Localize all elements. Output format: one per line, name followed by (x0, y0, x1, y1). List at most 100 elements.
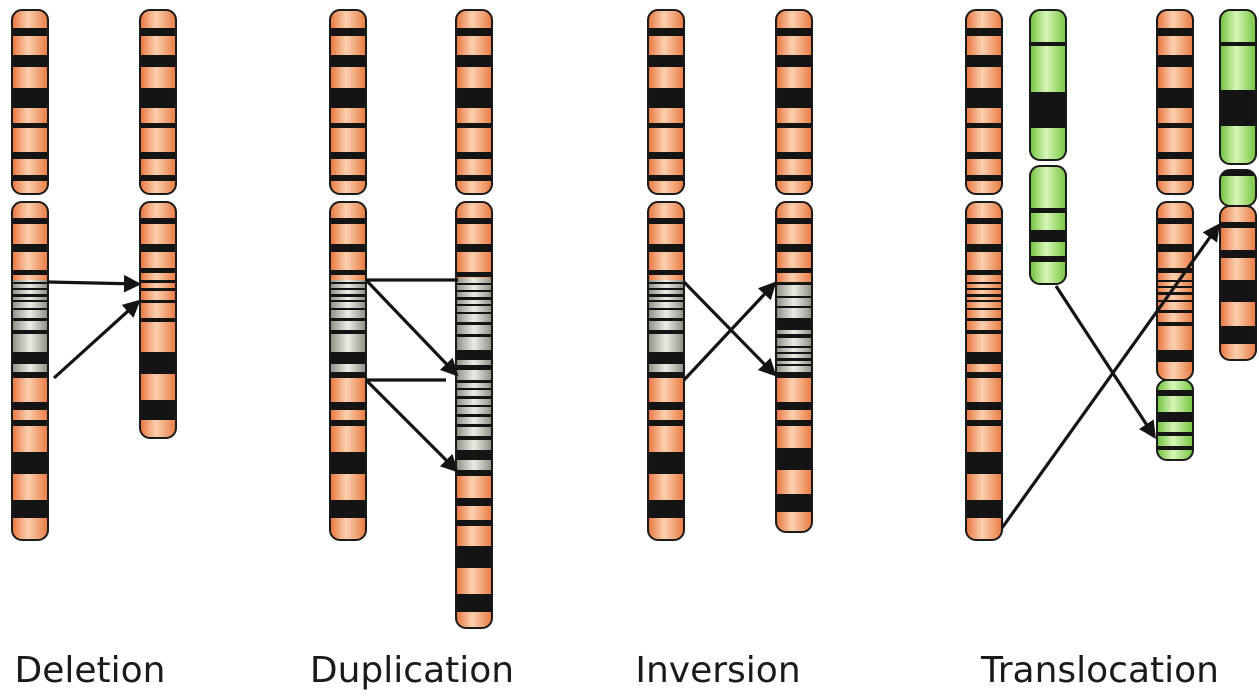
band (1157, 280, 1193, 282)
band (330, 123, 366, 128)
band (330, 28, 366, 36)
band (12, 152, 48, 159)
band (1157, 412, 1193, 422)
band (1030, 230, 1066, 242)
band (1157, 55, 1193, 67)
band (966, 372, 1002, 378)
band (966, 152, 1002, 159)
band (966, 288, 1002, 290)
band (776, 306, 812, 308)
band (648, 452, 684, 474)
band (330, 352, 366, 364)
band (456, 436, 492, 440)
band (456, 152, 492, 159)
band (330, 282, 366, 284)
band (1157, 292, 1193, 295)
band (140, 88, 176, 108)
band (1157, 390, 1193, 396)
band (456, 218, 492, 224)
band (456, 312, 492, 314)
band (648, 218, 684, 224)
band (776, 402, 812, 410)
band (776, 175, 812, 181)
band (140, 352, 176, 374)
band (12, 270, 48, 275)
band (966, 300, 1002, 302)
band (966, 420, 1002, 426)
duplication-arrow-upper (366, 280, 456, 374)
band (776, 448, 812, 470)
band (12, 244, 48, 252)
band (648, 420, 684, 426)
band (456, 388, 492, 390)
band (1030, 256, 1066, 262)
band (776, 318, 812, 330)
band (776, 372, 812, 378)
band (12, 55, 48, 67)
band (12, 420, 48, 426)
band (776, 268, 812, 273)
duplication-original-chromosome (330, 0, 366, 640)
band (1220, 42, 1256, 46)
band (456, 365, 492, 370)
band (966, 28, 1002, 36)
band (1220, 250, 1256, 258)
band (456, 244, 492, 252)
band (1157, 28, 1193, 36)
band (456, 322, 492, 325)
deletion-arrow-lower (54, 302, 138, 378)
band (330, 308, 366, 310)
band (12, 318, 48, 321)
band (966, 282, 1002, 284)
band (648, 123, 684, 128)
band (140, 244, 176, 252)
band (1220, 326, 1256, 344)
band (648, 175, 684, 181)
band (330, 294, 366, 297)
inversion-original-chromosome (648, 0, 684, 640)
band (776, 494, 812, 512)
band (966, 294, 1002, 297)
band (12, 288, 48, 290)
chromosome-mutation-diagram (0, 0, 1259, 640)
band (966, 308, 1002, 310)
band (456, 175, 492, 181)
band (966, 402, 1002, 410)
deletion-result-chromosome (140, 0, 176, 640)
inversion-arrow-down (684, 282, 774, 374)
band (456, 450, 492, 460)
band (966, 352, 1002, 364)
band (140, 152, 176, 159)
band (330, 55, 366, 67)
band (456, 498, 492, 506)
band (776, 28, 812, 36)
band (140, 318, 176, 322)
band (456, 290, 492, 292)
inversion-result-chromosome (776, 0, 812, 640)
band (330, 270, 366, 275)
band (456, 55, 492, 67)
band (776, 358, 812, 361)
band (12, 308, 48, 310)
deletion-original-chromosome (12, 0, 48, 640)
band (12, 123, 48, 128)
band (1157, 446, 1193, 450)
band (12, 218, 48, 224)
band (12, 330, 48, 334)
band (966, 88, 1002, 108)
band (456, 396, 492, 399)
band (1157, 123, 1193, 128)
band (648, 300, 684, 302)
band (648, 152, 684, 159)
band (140, 280, 176, 283)
band (648, 282, 684, 284)
band (456, 123, 492, 128)
band (330, 372, 366, 378)
band (140, 218, 176, 224)
band (648, 372, 684, 378)
band (776, 152, 812, 159)
band (966, 500, 1002, 518)
band (140, 300, 176, 303)
translocation-original-orange-chromosome (966, 0, 1002, 640)
band (966, 244, 1002, 252)
